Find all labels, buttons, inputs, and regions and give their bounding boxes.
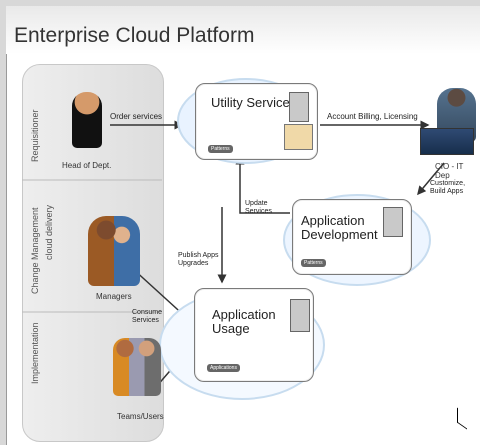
order-services-label: Order services — [110, 112, 163, 121]
customize-arrow — [417, 162, 445, 196]
laptop-icon — [420, 128, 474, 155]
head-of-dept-icon — [72, 92, 102, 148]
page-title: Enterprise Cloud Platform — [14, 24, 255, 47]
application-development-box: Application Development Patterns — [292, 199, 412, 275]
customize-label: Customize, Build Apps — [430, 180, 466, 196]
managers-label: Managers — [96, 292, 132, 301]
utility-services-title: Utility Services — [211, 95, 297, 110]
applications-tag: Applications — [207, 364, 240, 372]
head-of-dept-label: Head of Dept. — [62, 161, 112, 170]
consume-label: Consume Services — [132, 309, 162, 325]
update-services-label: Update Services — [245, 200, 272, 216]
application-development-title: Application Development — [301, 213, 378, 242]
publish-label: Publish Apps Upgrades — [178, 252, 219, 268]
server-icon — [290, 299, 310, 332]
title-bar — [6, 6, 480, 54]
server-icon — [289, 92, 309, 122]
utility-services-box: Utility Services Patterns — [195, 83, 318, 160]
resource-icon — [284, 124, 313, 150]
update-services-arrow — [235, 155, 290, 214]
development-pattern-tag: Patterns — [301, 259, 326, 267]
application-usage-box: Application Usage Applications — [194, 288, 314, 382]
teams-users-label: Teams/Users — [117, 412, 164, 421]
teams-users-icon — [113, 338, 161, 396]
utility-pattern-tag: Patterns — [208, 145, 233, 153]
managers-icon — [88, 216, 140, 286]
application-usage-title: Application Usage — [212, 307, 276, 336]
server-icon — [383, 207, 403, 237]
account-billing-label: Account Billing, Licensing — [327, 112, 418, 121]
cio-label: CIO - IT Dep — [435, 162, 464, 180]
